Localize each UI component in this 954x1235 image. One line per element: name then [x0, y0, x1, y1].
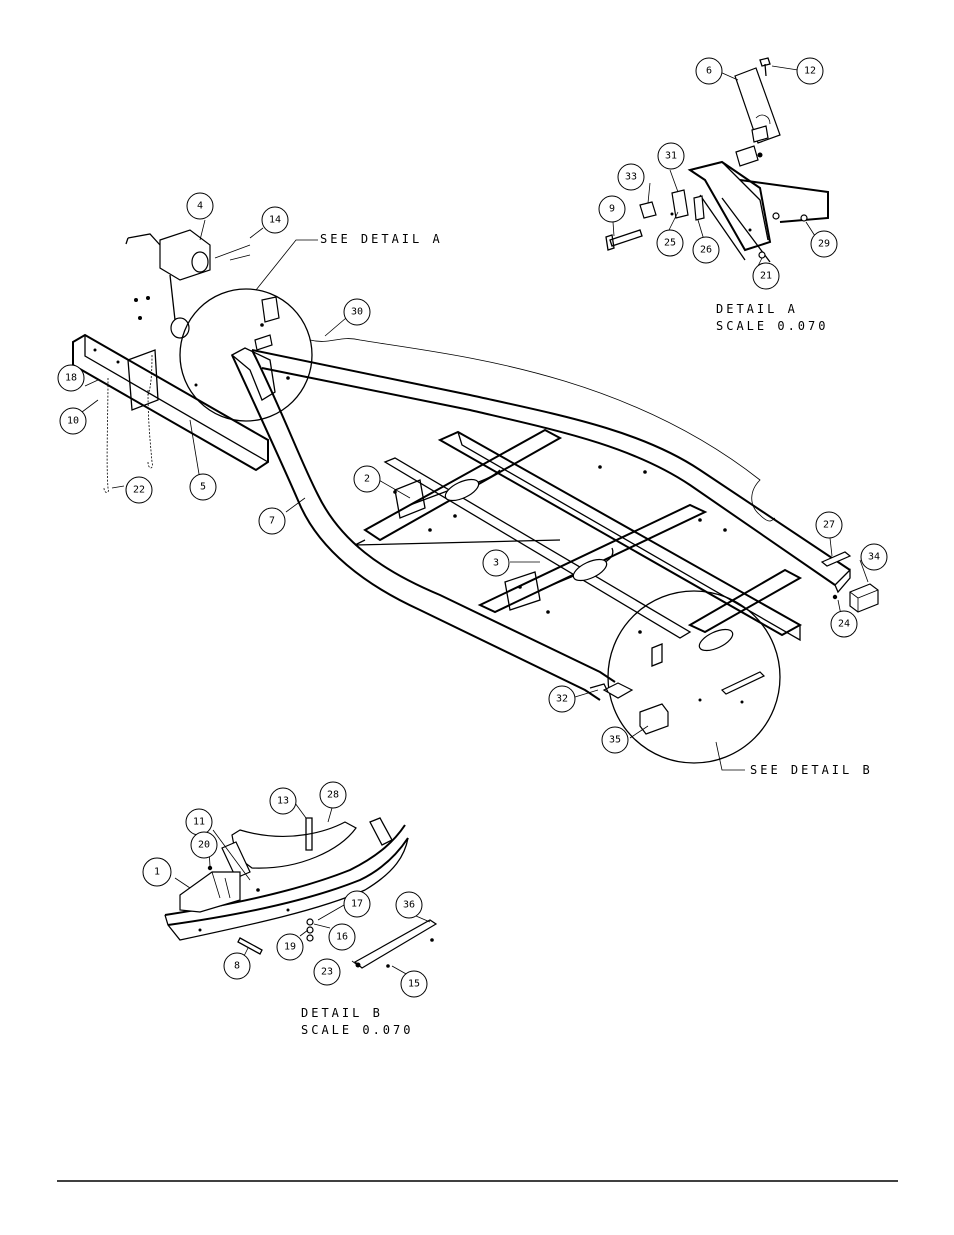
svg-text:34: 34 [868, 552, 880, 563]
callout-34: 34 [860, 543, 888, 571]
svg-text:28: 28 [327, 790, 339, 801]
detail-a-view [605, 57, 829, 263]
callout-11: 11 [185, 808, 213, 836]
callout-24: 24 [830, 610, 858, 638]
callout-7: 7 [258, 507, 286, 535]
svg-text:17: 17 [351, 899, 363, 910]
detail-b-scale: SCALE 0.070 [301, 1023, 413, 1037]
svg-text:19: 19 [284, 942, 296, 953]
detail-a-bubble [179, 239, 318, 422]
svg-text:23: 23 [321, 967, 333, 978]
svg-text:14: 14 [269, 215, 281, 226]
callout-36: 36 [395, 891, 423, 919]
see-detail-b-label: SEE DETAIL B [750, 763, 873, 777]
svg-text:22: 22 [133, 485, 145, 496]
callout-3: 3 [482, 549, 510, 577]
svg-text:7: 7 [269, 516, 275, 527]
callout-22: 22 [125, 476, 153, 504]
callout-16: 16 [328, 923, 356, 951]
detail-b-view [164, 817, 438, 969]
svg-text:5: 5 [200, 482, 206, 493]
callout-29: 29 [810, 230, 838, 258]
detail-a-scale: SCALE 0.070 [716, 319, 828, 333]
callout-32: 32 [548, 685, 576, 713]
svg-text:26: 26 [700, 245, 712, 256]
callout-9: 9 [598, 195, 626, 223]
svg-text:25: 25 [664, 238, 676, 249]
callout-2: 2 [353, 465, 381, 493]
callout-13: 13 [269, 787, 297, 815]
callout-30: 30 [343, 298, 371, 326]
callout-27: 27 [815, 511, 843, 539]
svg-text:16: 16 [336, 932, 348, 943]
svg-text:11: 11 [193, 817, 205, 828]
callout-1: 1 [142, 857, 172, 887]
callout-14: 14 [261, 206, 289, 234]
svg-text:13: 13 [277, 796, 289, 807]
svg-text:29: 29 [818, 239, 830, 250]
svg-text:1: 1 [154, 867, 160, 878]
svg-text:21: 21 [760, 271, 772, 282]
svg-text:10: 10 [67, 416, 79, 427]
svg-text:8: 8 [234, 961, 240, 972]
svg-text:2: 2 [364, 474, 370, 485]
callout-6: 6 [695, 57, 723, 85]
callout-17: 17 [343, 890, 371, 918]
see-detail-a-label: SEE DETAIL A [320, 232, 443, 246]
trailer-frame [230, 338, 879, 701]
callout-26: 26 [692, 236, 720, 264]
svg-text:36: 36 [403, 900, 415, 911]
callout-18: 18 [57, 364, 85, 392]
svg-text:35: 35 [609, 735, 621, 746]
callout-33: 33 [617, 163, 645, 191]
svg-text:24: 24 [838, 619, 850, 630]
svg-text:18: 18 [65, 373, 77, 384]
callout-31: 31 [657, 142, 685, 170]
detail-b-title: DETAIL B [301, 1006, 383, 1020]
svg-text:3: 3 [493, 558, 499, 569]
callout-23: 23 [313, 958, 341, 986]
callout-25: 25 [656, 229, 684, 257]
svg-text:31: 31 [665, 151, 677, 162]
svg-text:15: 15 [408, 979, 420, 990]
svg-text:30: 30 [351, 307, 363, 318]
callout-28: 28 [319, 781, 347, 809]
callout-12: 12 [796, 57, 824, 85]
svg-text:9: 9 [609, 204, 615, 215]
svg-text:6: 6 [706, 66, 712, 77]
callout-20: 20 [190, 831, 218, 859]
callout-35: 35 [601, 726, 629, 754]
callout-15: 15 [400, 970, 428, 998]
svg-text:4: 4 [197, 201, 203, 212]
svg-text:27: 27 [823, 520, 835, 531]
svg-text:12: 12 [804, 66, 816, 77]
detail-a-title: DETAIL A [716, 302, 798, 316]
svg-text:32: 32 [556, 694, 568, 705]
callout-4: 4 [186, 192, 214, 220]
callout-21: 21 [752, 262, 780, 290]
callout-19: 19 [276, 933, 304, 961]
callout-8: 8 [223, 952, 251, 980]
svg-text:33: 33 [625, 172, 637, 183]
svg-text:20: 20 [198, 840, 210, 851]
callout-5: 5 [189, 473, 217, 501]
callout-10: 10 [59, 407, 87, 435]
